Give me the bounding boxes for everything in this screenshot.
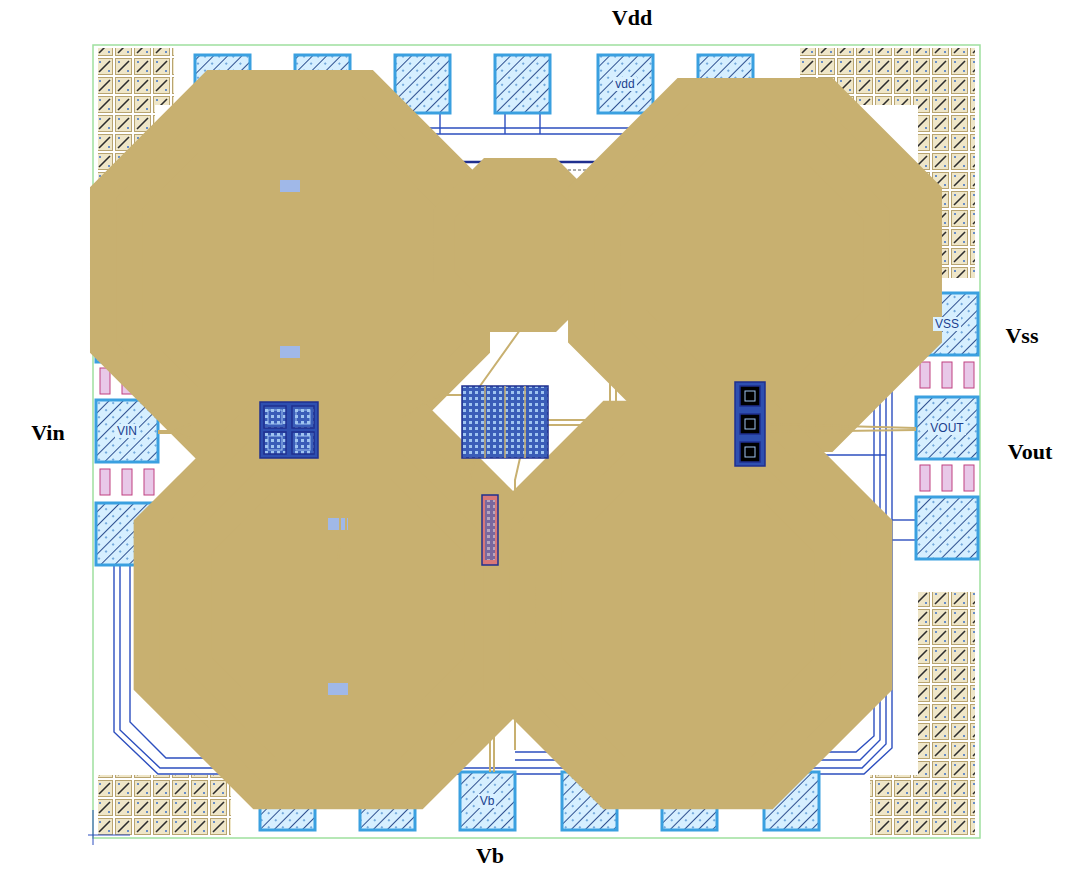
pin-label: Vout	[1008, 439, 1052, 465]
pin-label: Vss	[1005, 323, 1038, 349]
pin-label: Vin	[31, 420, 64, 446]
pin-label: Vdd	[612, 5, 652, 31]
pad-label: VIN	[115, 424, 139, 438]
pin-label: Vb	[476, 843, 504, 869]
pad-label: Vb	[478, 794, 497, 808]
pad-label: vdd	[613, 77, 636, 91]
pad-label: VOUT	[928, 421, 965, 435]
pad-label: VSS	[933, 317, 961, 331]
